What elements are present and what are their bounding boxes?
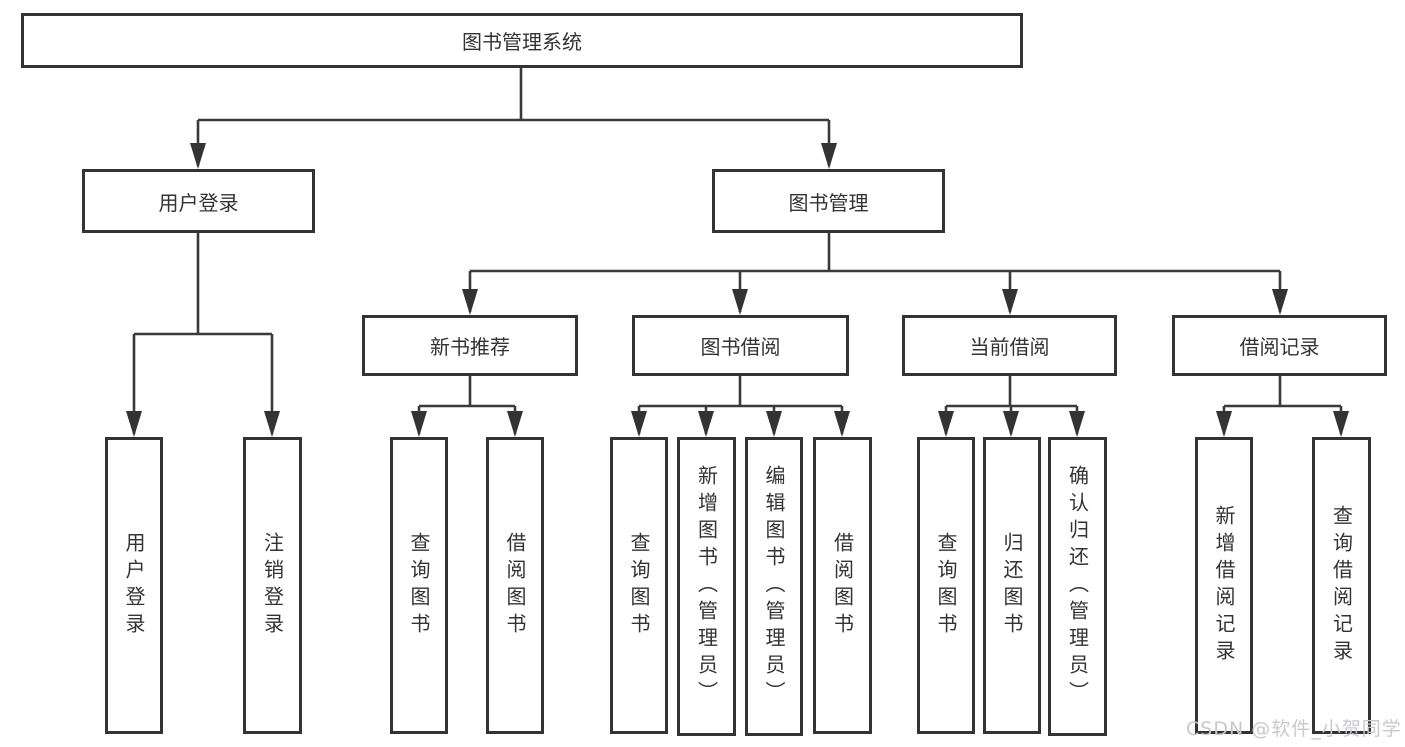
csdn-watermark: CSDN @软件_小贺同学 (1186, 718, 1402, 740)
leaf-add-borrow-record: 新增借阅记录 (1195, 437, 1253, 734)
leaf-label: 借阅图书 (830, 531, 855, 640)
leaf-label: 用户登录 (122, 531, 146, 640)
leaf-label: 新增图书（管理员） (694, 465, 719, 708)
leaf-borrow-books-1: 借阅图书 (486, 437, 544, 734)
leaf-query-books-3: 查询图书 (917, 437, 975, 734)
leaf-return-books: 归还图书 (983, 437, 1041, 734)
node-book-management: 图书管理 (712, 169, 945, 233)
node-current-borrow: 当前借阅 (902, 315, 1117, 376)
node-label: 新书推荐 (430, 335, 510, 359)
leaf-query-borrow-record: 查询借阅记录 (1312, 437, 1371, 734)
leaf-label: 归还图书 (1000, 531, 1024, 640)
node-label: 图书管理系统 (462, 30, 582, 54)
leaf-user-login: 用户登录 (105, 437, 163, 734)
node-label: 当前借阅 (969, 335, 1050, 359)
node-borrow-records: 借阅记录 (1172, 315, 1387, 376)
node-new-book-recommend: 新书推荐 (362, 315, 578, 376)
leaf-logout: 注销登录 (243, 437, 302, 734)
node-label: 图书管理 (788, 190, 869, 215)
node-book-borrow: 图书借阅 (632, 315, 849, 376)
leaf-label: 借阅图书 (503, 531, 527, 640)
leaf-label: 注销登录 (260, 531, 285, 640)
node-label: 用户登录 (158, 190, 239, 215)
node-label: 图书借阅 (700, 335, 781, 359)
leaf-label: 确认归还（管理员） (1065, 465, 1090, 708)
leaf-label: 查询图书 (627, 531, 651, 640)
leaf-label: 新增借阅记录 (1212, 504, 1236, 667)
leaf-label: 查询图书 (407, 531, 431, 640)
leaf-borrow-books-2: 借阅图书 (813, 437, 872, 734)
node-root-system: 图书管理系统 (21, 13, 1023, 68)
leaf-label: 编辑图书（管理员） (762, 465, 786, 708)
leaf-edit-books-admin: 编辑图书（管理员） (745, 437, 803, 736)
leaf-label: 查询借阅记录 (1329, 504, 1354, 667)
leaf-query-books-2: 查询图书 (610, 437, 668, 734)
node-user-login: 用户登录 (82, 169, 315, 233)
arrowheads (126, 143, 1349, 437)
leaf-add-books-admin: 新增图书（管理员） (677, 437, 736, 736)
leaf-query-books-1: 查询图书 (390, 437, 448, 734)
leaf-confirm-return-admin: 确认归还（管理员） (1048, 437, 1107, 736)
leaf-label: 查询图书 (934, 531, 958, 640)
node-label: 借阅记录 (1239, 335, 1320, 359)
